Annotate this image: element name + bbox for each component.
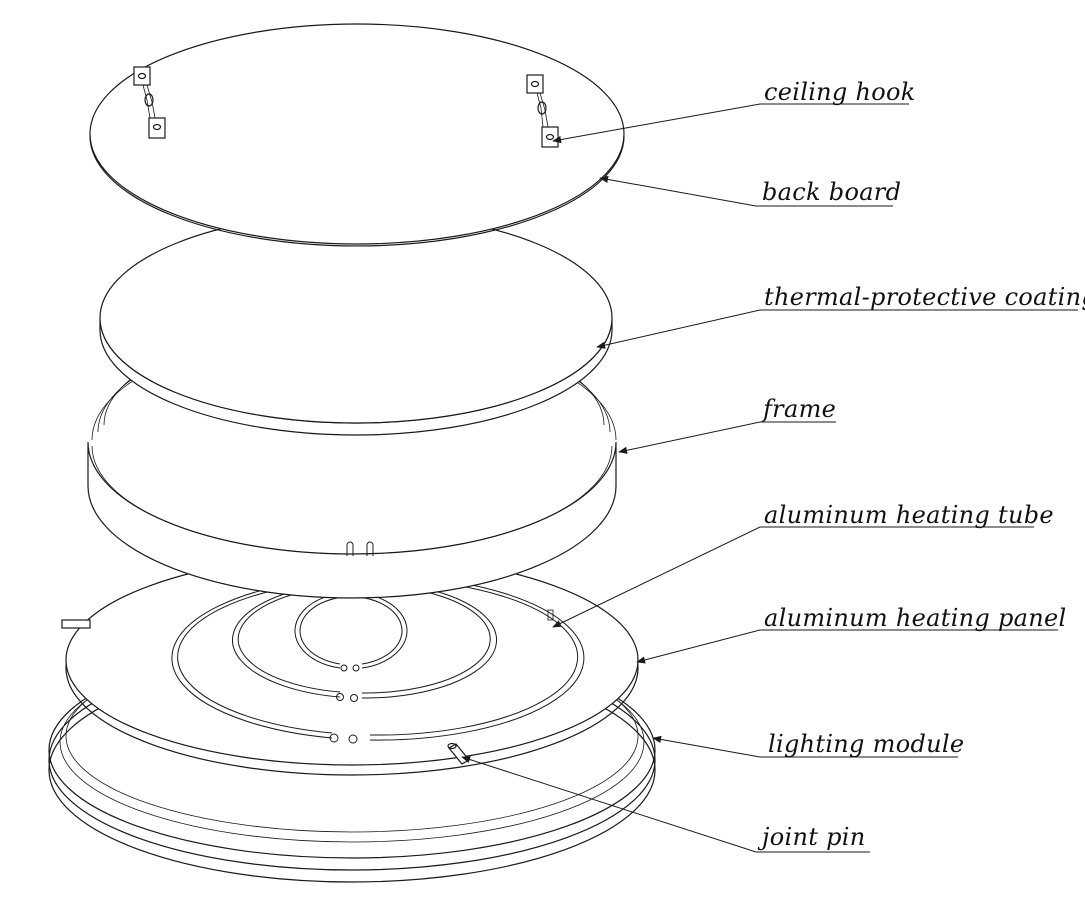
label-thermal-coating: thermal-protective coating <box>764 283 1085 311</box>
tube-end <box>352 664 360 672</box>
callout-lighting-module: lighting module <box>652 730 964 758</box>
back-board <box>89 23 625 247</box>
label-heating-panel: aluminum heating panel <box>764 604 1067 632</box>
tube-end <box>350 694 358 702</box>
callout-heating-tube: aluminum heating tube <box>552 501 1054 628</box>
label-joint-pin: joint pin <box>757 823 866 851</box>
callout-back-board: back board <box>599 175 901 207</box>
tube-peg <box>547 609 554 621</box>
ceiling-hook-left <box>133 66 166 139</box>
tube-end <box>336 693 344 701</box>
label-ceiling-hook: ceiling hook <box>764 78 916 106</box>
label-lighting-module: lighting module <box>768 730 964 758</box>
tube-end <box>329 733 339 743</box>
callout-frame: frame <box>618 395 836 454</box>
callout-thermal-coating: thermal-protective coating <box>596 283 1085 349</box>
tube-end <box>348 734 358 744</box>
label-back-board: back board <box>762 178 901 206</box>
callout-heating-panel: aluminum heating panel <box>636 604 1067 664</box>
tube-end <box>340 664 348 672</box>
callout-ceiling-hook: ceiling hook <box>552 78 916 144</box>
label-heating-tube: aluminum heating tube <box>764 501 1054 529</box>
panel-side-pin <box>61 619 91 629</box>
thermal-protective-coating <box>99 212 613 436</box>
label-frame: frame <box>761 395 836 423</box>
callout-joint-pin: joint pin <box>461 756 870 853</box>
